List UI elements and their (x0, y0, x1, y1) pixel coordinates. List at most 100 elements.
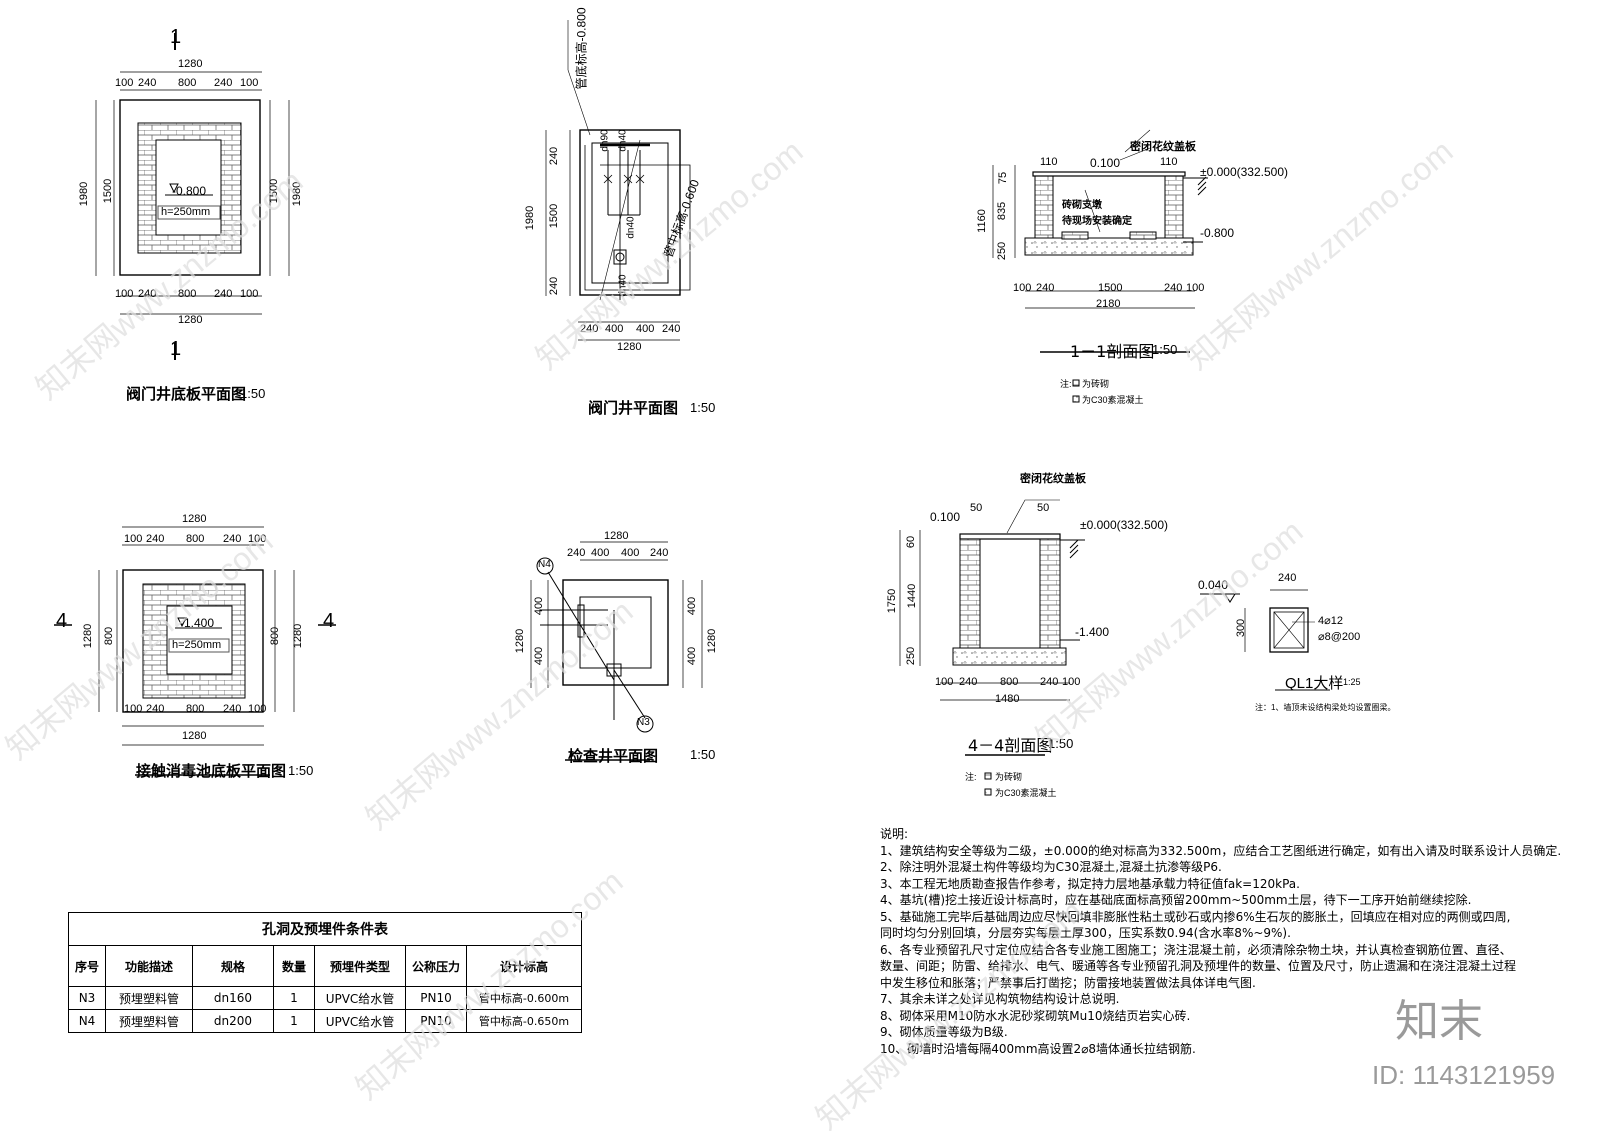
dim-height: 1980 (524, 205, 537, 231)
legend-note: 注: (1060, 379, 1072, 389)
title-section-11: 1－1剖面图 (1070, 342, 1155, 361)
support-note: 待现场安装确定 (1062, 216, 1132, 227)
title-valve-plan: 阀门井平面图 (588, 399, 679, 417)
dim: 240 (138, 288, 157, 300)
dim: 240 (1036, 282, 1055, 294)
dim: 1440 (906, 583, 919, 609)
table-header: 序号 (68, 945, 106, 987)
embedded-parts-table: 孔洞及预埋件条件表 序号 功能描述 规格 数量 预埋件类型 公称压力 设计标高 … (68, 912, 582, 1033)
design-notes: 说明: 1、建筑结构安全等级为二级，±0.000的绝对标高为332.500m，应… (880, 826, 1580, 1057)
dim: 100 (240, 288, 259, 300)
section-mark-top: 1 (170, 26, 182, 48)
note-item: 7、其余未详之处详见构筑物结构设计总说明. (880, 992, 1120, 1006)
thickness: h=250mm (172, 639, 222, 651)
scale: 1:25 (1343, 677, 1361, 687)
legend-brick: 为砖砌 (995, 772, 1023, 782)
dim: 240 (138, 77, 157, 89)
dim: 75 (997, 171, 1010, 185)
dim-width: 1280 (178, 314, 203, 326)
dim: 100 (248, 533, 267, 545)
title-section-44: 4－4剖面图 (968, 736, 1053, 755)
scale: 1:50 (690, 400, 716, 415)
dim-height: 1280 (82, 623, 95, 649)
note-item: 8、砌体采用M10防水水泥砂浆砌筑Mu10烧结页岩实心砖. (880, 1008, 1191, 1023)
scale: 1:50 (240, 386, 266, 401)
note-item: 5、基础施工完毕后基础周边应尽快回填非膨胀性粘土或砂石或内掺6%生石灰的膨胀土，… (880, 909, 1511, 924)
dim: 400 (686, 596, 699, 616)
table-header: 公称压力 (405, 945, 467, 987)
dim: 100 (935, 676, 954, 688)
dim: 240 (580, 323, 599, 335)
manhole-plan (530, 541, 703, 761)
dim: 400 (636, 323, 655, 335)
stirrup: ⌀8@200 (1318, 631, 1361, 643)
legend-concrete: 为C30素混凝土 (995, 788, 1057, 798)
title-ql1: QL1大样 (1285, 675, 1344, 692)
dim-width: 240 (1278, 572, 1297, 584)
elev-top: 0.100 (930, 510, 961, 524)
dim: 100 (1062, 676, 1081, 688)
dim: 400 (621, 547, 640, 559)
dim: 240 (548, 146, 561, 166)
dim: 800 (1000, 676, 1019, 688)
dim: 240 (650, 547, 669, 559)
dim-height: 1980 (78, 181, 91, 207)
dim-width: 1280 (182, 513, 207, 525)
dim: 400 (605, 323, 624, 335)
dim: 240 (214, 77, 233, 89)
valve-base-plan (95, 33, 290, 360)
cell: PN10 (405, 1009, 467, 1033)
note-item: 数量、间距；防雷、给排水、电气、暖通等各专业预留孔洞及预埋件的数量、位置及尺寸，… (880, 959, 1517, 973)
table-header: 功能描述 (105, 945, 193, 987)
dim: 240 (146, 703, 165, 715)
dim: 800 (269, 626, 282, 646)
cover-label: 密闭花纹盖板 (1020, 473, 1086, 485)
dim-width: 1280 (604, 530, 629, 542)
cell: UPVC给水管 (314, 986, 406, 1010)
image-id: ID: 1143121959 (1372, 1060, 1556, 1090)
cell: PN10 (405, 986, 467, 1010)
dim: 100 (1186, 282, 1205, 294)
dim-width: 1280 (178, 58, 203, 70)
note-item: 4、基坑(槽)挖土接近设计标高时，应在基础底面标高预留200mm~500mm土层… (880, 893, 1472, 907)
elev-top: 0.100 (1090, 156, 1121, 170)
dim: 250 (996, 241, 1009, 261)
elevation: -0.800 (172, 184, 207, 198)
pipe-size: dn40 (617, 129, 629, 152)
dim: 100 (240, 77, 259, 89)
dim: 400 (533, 596, 546, 616)
note-item: 1、建筑结构安全等级为二级，±0.000的绝对标高为332.500m，应结合工艺… (880, 843, 1562, 858)
ql1-note: 注：1、墙顶未设结构梁处均设置圈梁。 (1255, 703, 1396, 712)
section-mark-right: 4 (323, 610, 335, 632)
dim: 250 (905, 646, 918, 666)
ql1-detail (1200, 589, 1330, 691)
scale: 1:50 (288, 763, 314, 778)
notes-heading: 说明: (880, 827, 909, 841)
legend-note: 注: (965, 772, 977, 782)
section-mark-left: 4 (56, 610, 68, 632)
dim: 100 (1013, 282, 1032, 294)
dim: 800 (178, 288, 197, 300)
disinfect-base-plan (54, 526, 336, 776)
marker-n3: N3 (637, 717, 650, 728)
table-header: 预埋件类型 (314, 945, 406, 987)
dim: 400 (591, 547, 610, 559)
pipe-size: dn90 (599, 129, 611, 152)
dim: 800 (178, 77, 197, 89)
dim: 240 (214, 288, 233, 300)
note-item: 中发生移位和胀落；严禁事后打凿挖；防雷接地装置做法具体详电气图. (880, 975, 1256, 990)
dim-width: 1480 (995, 693, 1020, 705)
dim-height: 1280 (514, 628, 527, 654)
elevation: -1.400 (180, 616, 215, 630)
table-row: N3 预埋塑料管 dn160 1 UPVC给水管 PN10 管中标高-0.600… (68, 986, 582, 1010)
cell: 预埋塑料管 (105, 986, 193, 1010)
dim: 240 (146, 533, 165, 545)
cell: 1 (273, 1009, 315, 1033)
dim: 110 (1040, 156, 1058, 168)
brand-logo: 知末 (1395, 996, 1483, 1047)
dim-height: 1750 (886, 588, 899, 614)
table-row: N4 预埋塑料管 dn200 1 UPVC给水管 PN10 管中标高-0.650… (68, 1009, 582, 1033)
